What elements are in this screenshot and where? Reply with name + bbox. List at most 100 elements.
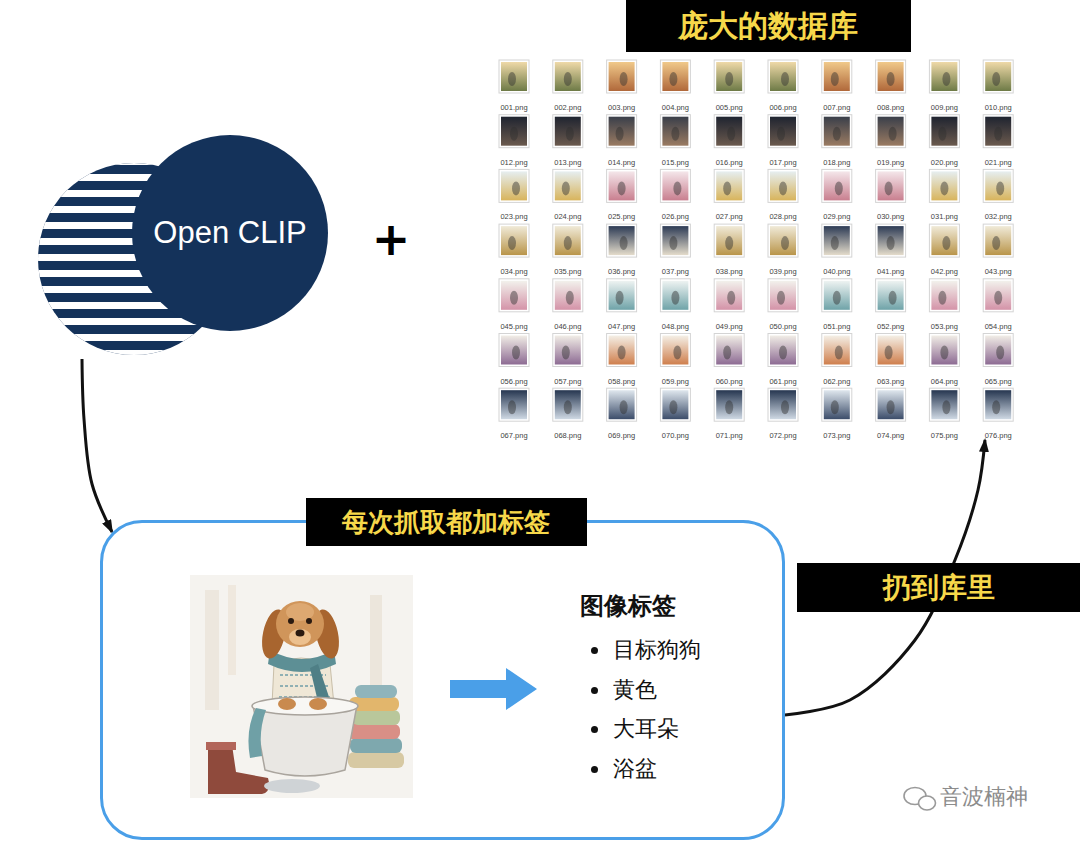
thumbnail-part (669, 236, 677, 250)
file-name-slot: 004.png (662, 95, 689, 114)
thumbnail-part (714, 60, 744, 93)
thumbnail (768, 169, 798, 202)
file-name: 037.png (662, 267, 689, 276)
file-name: 062.png (823, 377, 850, 386)
thumbnail-part (660, 115, 690, 148)
thumbnail (822, 115, 852, 148)
thumbnail (929, 169, 959, 202)
thumbnail-part (768, 224, 798, 257)
thumbnail-part (660, 388, 690, 421)
thumbnail (714, 60, 744, 93)
file-name-slot: 013.png (554, 150, 581, 169)
thumbnail-part (878, 117, 904, 146)
thumbnail (768, 224, 798, 257)
list-item-slot: 目标狗狗 (613, 637, 701, 663)
thumbnail (983, 224, 1013, 257)
dog-illustration-part (355, 685, 397, 698)
file-name: 001.png (500, 103, 527, 112)
file-name-slot: 014.png (608, 150, 635, 169)
thumbnail-part (983, 279, 1013, 312)
thumbnail-part (662, 226, 688, 255)
thumbnail-part (671, 127, 679, 141)
thumbnail (553, 224, 583, 257)
thumbnail-part (770, 336, 796, 365)
thumbnail-part (499, 115, 529, 148)
stripe (36, 334, 236, 341)
file-name-slot: 016.png (716, 150, 743, 169)
dog-illustration (190, 575, 413, 798)
thumbnail (714, 169, 744, 202)
file-name: 065.png (985, 377, 1012, 386)
thumbnail-part (942, 72, 950, 86)
thumbnail (983, 279, 1013, 312)
thumbnail (768, 60, 798, 93)
wechat-icon-part (919, 796, 936, 810)
thumbnail-part (781, 72, 789, 86)
dog-illustration-part (309, 698, 327, 710)
thumbnail-part (564, 400, 572, 414)
file-name: 014.png (608, 158, 635, 167)
thumbnail-part (555, 62, 581, 91)
file-name-slot: 030.png (877, 204, 904, 223)
file-name-slot: 019.png (877, 150, 904, 169)
edge-label-slot: 扔到库里 (797, 563, 1080, 612)
thumbnail-part (770, 281, 796, 310)
thumbnail-part (671, 291, 679, 305)
file-name: 068.png (554, 431, 581, 440)
file-name: 049.png (716, 322, 743, 331)
file-name-slot: 023.png (500, 204, 527, 223)
thumbnail-part (562, 346, 570, 360)
watermark-slot: 音波楠神 (940, 784, 1028, 810)
file-name: 012.png (500, 158, 527, 167)
file-name: 050.png (769, 322, 796, 331)
file-name-slot: 031.png (931, 204, 958, 223)
thumbnail-part (508, 236, 516, 250)
thumbnail-part (942, 236, 950, 250)
thumbnail-part (725, 400, 733, 414)
file-name-slot: 057.png (554, 369, 581, 388)
file-name-slot: 064.png (931, 369, 958, 388)
thumbnail-part (609, 390, 635, 419)
model-name-slot: Open CLIP (153, 214, 306, 251)
thumbnail-part (662, 117, 688, 146)
thumbnail-part (716, 62, 742, 91)
thumbnail-part (876, 115, 906, 148)
file-name-slot: 059.png (662, 369, 689, 388)
thumbnail (822, 388, 852, 421)
thumbnail-part (822, 169, 852, 202)
thumbnail-part (929, 224, 959, 257)
thumbnail (929, 334, 959, 367)
thumbnail-part (609, 281, 635, 310)
thumbnail (660, 60, 690, 93)
file-name-slot: 060.png (716, 369, 743, 388)
file-name-slot: 076.png (985, 423, 1012, 442)
thumbnail (929, 388, 959, 421)
thumbnail-part (983, 115, 1013, 148)
list-heading-slot: 图像标签 (580, 592, 676, 621)
thumbnail-part (929, 388, 959, 421)
thumbnail (929, 279, 959, 312)
dog-illustration-part (370, 595, 382, 695)
thumbnail-part (929, 60, 959, 93)
dog-illustration-part (296, 630, 305, 637)
file-name-slot: 009.png (931, 95, 958, 114)
file-name: 069.png (608, 431, 635, 440)
thumbnail-part (553, 224, 583, 257)
thumbnail-part (822, 115, 852, 148)
file-name: 045.png (500, 322, 527, 331)
thumbnail-part (929, 279, 959, 312)
bullet-dot (591, 766, 598, 773)
thumbnail-part (499, 334, 529, 367)
model-circle-fill (132, 135, 328, 331)
thumbnail-part (553, 334, 583, 367)
file-name: 024.png (554, 212, 581, 221)
thumbnail-part (878, 226, 904, 255)
file-name-slot: 054.png (985, 314, 1012, 333)
file-name: 060.png (716, 377, 743, 386)
thumbnail (983, 115, 1013, 148)
thumbnail-part (887, 72, 895, 86)
file-name: 027.png (716, 212, 743, 221)
thumbnail-part (555, 336, 581, 365)
